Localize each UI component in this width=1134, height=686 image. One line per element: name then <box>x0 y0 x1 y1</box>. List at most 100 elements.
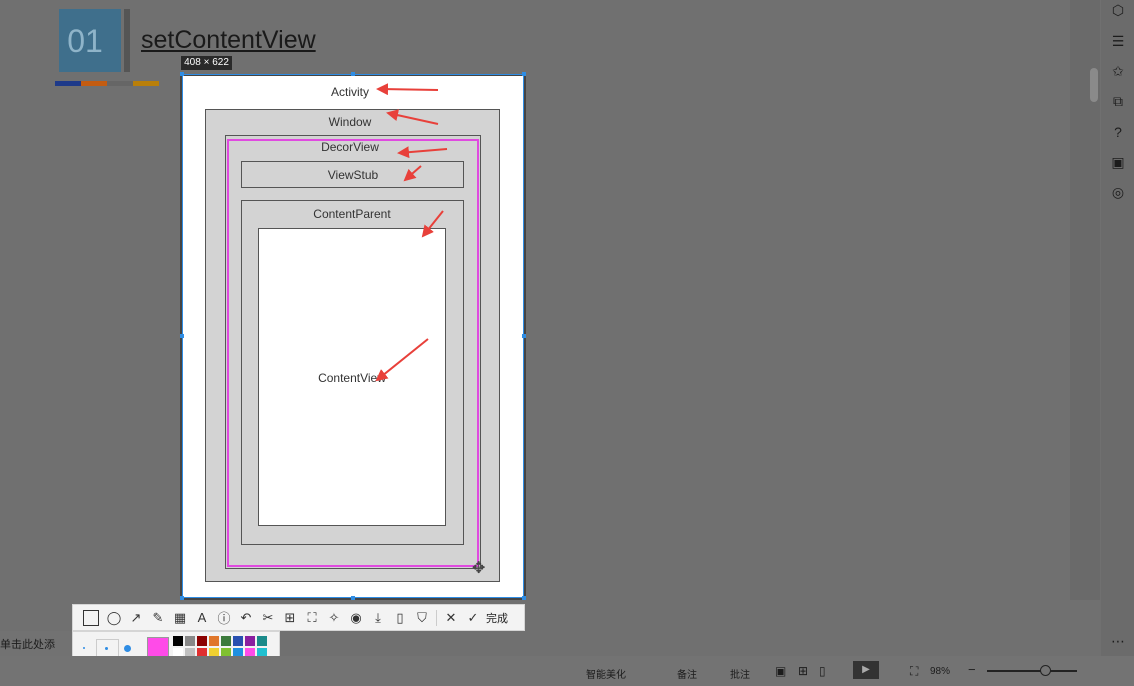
check-icon[interactable]: ✓ <box>467 609 479 625</box>
settings-sliders-icon[interactable]: ☰ <box>1111 33 1125 49</box>
color-swatch[interactable] <box>221 636 231 646</box>
section-number: 01 <box>67 23 103 59</box>
arrow-contentview <box>375 338 429 382</box>
slide-switch-icon[interactable]: ⧉ <box>1113 93 1123 109</box>
arrow-decorview <box>397 146 448 159</box>
ellipse-icon[interactable]: ◯ <box>106 609 122 625</box>
grid-view-icon[interactable]: ⊞ <box>798 664 809 678</box>
help-icon[interactable]: ? <box>1114 124 1122 140</box>
normal-view-icon[interactable]: ▣ <box>775 664 787 678</box>
color-swatch[interactable] <box>173 648 183 658</box>
viewstub-box <box>241 161 464 188</box>
section-number-bar <box>124 9 130 72</box>
style-icon[interactable]: ⬡ <box>1111 2 1125 18</box>
decorview-label: DecorView <box>321 140 379 154</box>
notes-pane[interactable] <box>0 631 72 656</box>
save-icon[interactable]: ▯ <box>396 609 404 625</box>
location-icon[interactable]: ◎ <box>1111 184 1125 200</box>
activity-label: Activity <box>330 85 369 99</box>
capture-dimensions: 408 × 622 <box>181 56 232 70</box>
color-swatch[interactable] <box>185 648 195 658</box>
resize-handle-tr[interactable] <box>522 72 526 76</box>
color-swatch[interactable] <box>221 648 231 658</box>
arrow-activity <box>376 83 439 96</box>
beautify-button[interactable]: 智能美化 <box>586 670 626 681</box>
decorview-highlight <box>227 139 479 567</box>
right-panel: ⬡ ☰ ✩ ⧉ ? ▣ ◎ ⋯ + <box>1101 0 1134 686</box>
bookmark-icon[interactable]: ⛉ <box>417 609 427 625</box>
download-icon[interactable]: ⤓ <box>375 609 381 625</box>
translate-icon[interactable]: ⛶ <box>307 609 317 625</box>
pin-icon[interactable]: ✩ <box>1112 63 1124 79</box>
contentview-label: ContentView <box>318 371 386 385</box>
strip-color-1 <box>55 81 81 86</box>
capture-selection[interactable] <box>182 74 524 598</box>
capture-toolbar: ◯ ↗ ✎ ▦ A ⓘ ↶ ✂ ⊞ ⛶ ✧ ◉ ⤓ ▯ ⛉ ✕ ✓ 完成 <box>72 604 525 631</box>
strip-color-3 <box>107 81 133 86</box>
text-icon[interactable]: A <box>197 610 207 625</box>
strip-color-2 <box>81 81 107 86</box>
section-number-box: 01 <box>59 9 121 72</box>
contentparent-label: ContentParent <box>313 207 391 221</box>
color-swatch[interactable] <box>257 636 267 646</box>
notes-placeholder[interactable]: 单击此处添 <box>0 639 55 651</box>
more-icon[interactable]: ⋯ <box>1111 633 1125 649</box>
reading-view-icon[interactable]: ▯ <box>819 664 826 678</box>
rectangle-icon[interactable] <box>83 609 99 626</box>
status-bar: 智能美化 备注 批注 ▣ ⊞ ▯ ▶ ⛶ 98% − <box>0 656 1134 686</box>
arrow-icon[interactable]: ↗ <box>130 609 142 625</box>
zoom-slider[interactable] <box>987 670 1077 672</box>
color-swatch[interactable] <box>197 636 207 646</box>
ocr-icon[interactable]: ⊞ <box>284 609 296 625</box>
mosaic-icon[interactable]: ▦ <box>173 609 187 625</box>
undo-icon[interactable]: ↶ <box>240 609 252 625</box>
zoom-level[interactable]: 98% <box>930 666 951 677</box>
size-medium-dot <box>105 647 108 650</box>
play-button[interactable]: ▶ <box>853 661 879 679</box>
color-swatch[interactable] <box>245 636 255 646</box>
color-swatch[interactable] <box>233 648 243 658</box>
comments-button[interactable]: 批注 <box>730 670 750 681</box>
resize-handle-ml[interactable] <box>180 334 184 338</box>
resize-handle-tl[interactable] <box>180 72 184 76</box>
strip-color-4 <box>133 81 159 86</box>
color-swatch[interactable] <box>209 636 219 646</box>
viewstub-label: ViewStub <box>327 168 379 182</box>
notes-button[interactable]: 备注 <box>677 670 697 681</box>
zoom-slider-knob[interactable] <box>1040 665 1051 676</box>
color-strip <box>55 81 159 86</box>
contentview-box <box>258 228 446 526</box>
pin-icon[interactable]: ✧ <box>328 609 340 625</box>
resize-handle-mr[interactable] <box>522 334 526 338</box>
number-icon[interactable]: ⓘ <box>217 611 231 626</box>
close-icon[interactable]: ✕ <box>445 609 457 625</box>
resize-handle-bl[interactable] <box>180 596 184 600</box>
scrollbar-thumb[interactable] <box>1090 68 1098 102</box>
color-swatch[interactable] <box>185 636 195 646</box>
arrow-window <box>386 109 439 125</box>
pen-icon[interactable]: ✎ <box>152 609 164 625</box>
slide-title: setContentView <box>141 26 316 54</box>
size-large[interactable] <box>124 645 131 652</box>
resize-handle-bm[interactable] <box>351 596 355 600</box>
arrow-viewstub <box>403 165 422 182</box>
move-cursor-icon: ✥ <box>472 560 486 577</box>
done-button[interactable]: 完成 <box>486 612 508 625</box>
resize-handle-tm[interactable] <box>351 72 355 76</box>
color-swatch[interactable] <box>233 636 243 646</box>
resize-handle-br[interactable] <box>522 596 526 600</box>
fit-icon[interactable]: ⛶ <box>910 664 919 678</box>
color-swatch[interactable] <box>173 636 183 646</box>
color-swatch[interactable] <box>209 648 219 658</box>
color-swatch[interactable] <box>245 648 255 658</box>
zoom-out-icon[interactable]: − <box>968 662 976 677</box>
cutout-icon[interactable]: ✂ <box>262 609 274 625</box>
size-small[interactable] <box>83 647 85 649</box>
color-swatch[interactable] <box>257 648 267 658</box>
arrow-contentparent <box>421 210 444 238</box>
color-swatch[interactable] <box>197 648 207 658</box>
image-icon[interactable]: ▣ <box>1111 154 1125 170</box>
toolbar-divider <box>436 609 437 626</box>
record-icon[interactable]: ◉ <box>350 609 362 625</box>
